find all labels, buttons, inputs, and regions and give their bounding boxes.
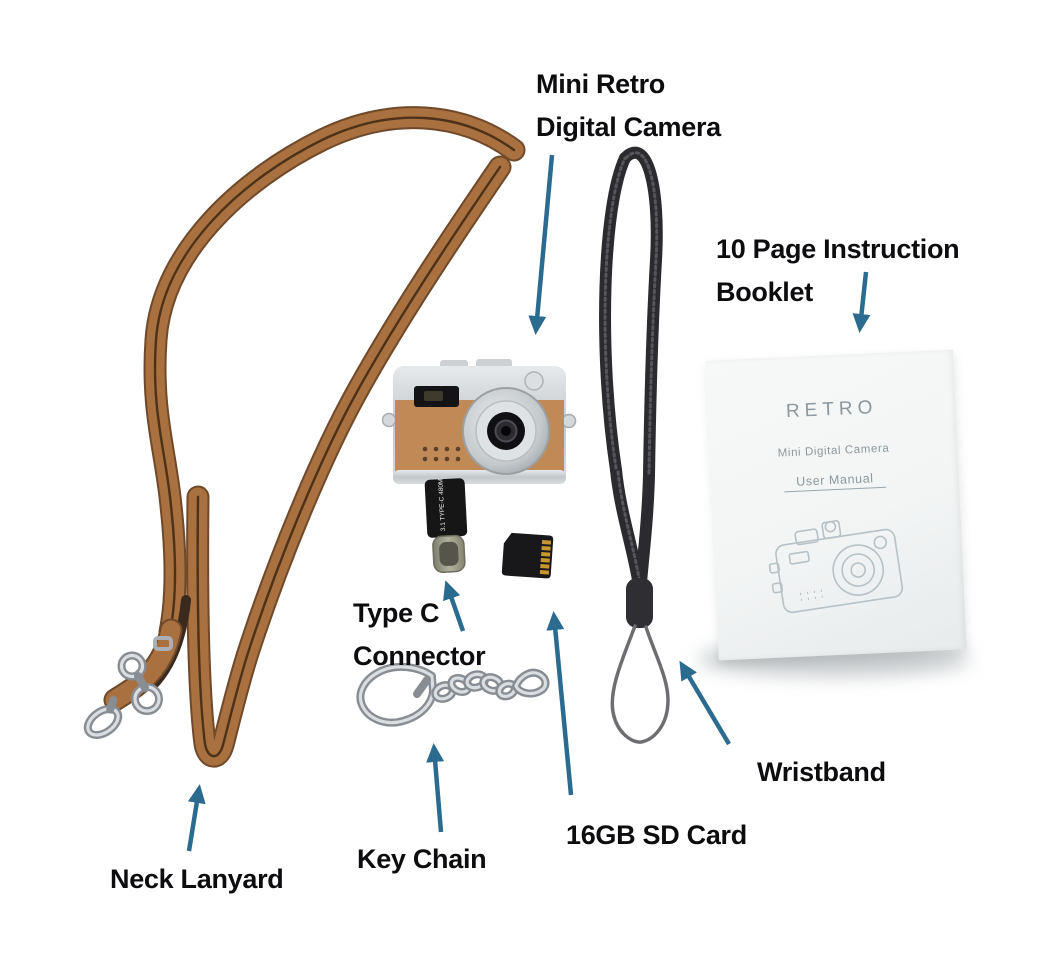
camera-strap-lug-right [561, 413, 577, 429]
camera-lens [462, 387, 550, 475]
key-chain-photo [356, 662, 550, 727]
wristband-label: Wristband [757, 757, 886, 787]
booklet-label-line2: Booklet [716, 277, 813, 307]
key-chain-arrow [426, 743, 445, 833]
key-chain-label: Key Chain [357, 844, 487, 874]
type-c-label: Type C Connector [353, 592, 486, 678]
camera-label-line2: Digital Camera [536, 112, 721, 142]
sd-card-pins [539, 540, 552, 575]
booklet-arrow [852, 271, 871, 333]
booklet-subtitle: Mini Digital Camera [777, 442, 890, 460]
key-chain-links [431, 670, 519, 703]
wristband-arrow [679, 660, 731, 746]
booklet-brand: RETRO [785, 397, 878, 423]
instruction-booklet-photo: RETRO Mini Digital Camera User Manual [705, 349, 967, 661]
sd-card-photo [501, 532, 554, 579]
camera-speaker-holes [422, 446, 461, 462]
type-c-arrow [443, 580, 466, 632]
neck-lanyard-photo [83, 106, 526, 768]
neck-lanyard-label: Neck Lanyard [110, 864, 284, 894]
callout-arrows [186, 154, 871, 852]
type-c-adapter-photo: 3.1 TYPE-C 480M [424, 478, 468, 573]
camera-top-dial [524, 371, 544, 391]
camera-label: Mini Retro Digital Camera [536, 63, 721, 149]
booklet-label: 10 Page Instruction Booklet [716, 228, 960, 314]
booklet-manual-line: User Manual [783, 470, 887, 493]
camera-label-line1: Mini Retro [536, 69, 665, 99]
booklet-label-line1: 10 Page Instruction [716, 234, 960, 264]
lanyard-clasp-hardware [83, 636, 173, 740]
type-c-label-line2: Connector [353, 641, 486, 671]
adapter-print: 3.1 TYPE-C 480M [437, 478, 447, 531]
sd-card-arrow [546, 611, 574, 796]
mini-retro-camera-photo [381, 359, 577, 484]
wristband-photo [599, 146, 670, 744]
neck-lanyard-arrow [186, 784, 206, 852]
booklet-camera-drawing [712, 506, 965, 630]
camera-arrow [528, 154, 555, 335]
sd-card-label: 16GB SD Card [566, 820, 747, 850]
camera-strap-lug-left [381, 412, 397, 428]
type-c-label-line1: Type C [353, 598, 440, 628]
wristband-crimp [626, 578, 653, 628]
